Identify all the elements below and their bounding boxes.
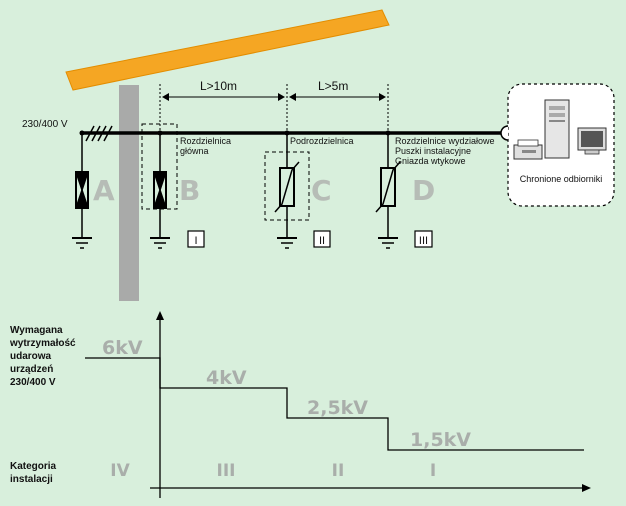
y-label-line-2: wytrzymałość (9, 338, 76, 349)
category-ii: II (332, 461, 345, 481)
y-axis-arrow (156, 311, 164, 320)
step-line (85, 357, 584, 451)
main-distribution-label-1: Rozdzielnica (180, 136, 231, 146)
printer-icon (513, 139, 543, 160)
category-i: I (430, 461, 436, 481)
y-label-line-5: 230/400 V (10, 377, 56, 388)
class-box-iii-label: III (419, 235, 428, 247)
arrester-a (72, 133, 92, 249)
step-label-1-5kv: 1,5kV (410, 429, 471, 451)
protected-devices-label: Chronione odbiorniki (520, 174, 603, 184)
line-connector (500, 125, 509, 141)
category-label-line-2: instalacji (10, 474, 53, 485)
varistor-c (274, 133, 300, 249)
dept-label-2: Puszki instalacyjne (395, 146, 471, 156)
category-label-line-1: Kategoria (10, 461, 57, 472)
dept-label-1: Rozdzielnice wydziałowe (395, 136, 495, 146)
category-label: Kategoria instalacji (10, 461, 57, 485)
x-axis-arrow (582, 484, 591, 492)
category-iii: III (217, 461, 236, 481)
step-label-4kv: 4kV (206, 367, 247, 389)
y-label-line-3: udarowa (10, 351, 52, 362)
step-label-2-5kv: 2,5kV (307, 397, 368, 419)
roof (65, 9, 390, 91)
dept-label-3: Gniazda wtykowe (395, 156, 466, 166)
step-label-6kv: 6kV (102, 337, 143, 359)
distance-l10: L>10m (200, 79, 237, 93)
category-iv: IV (110, 461, 130, 481)
arrester-b (150, 133, 170, 249)
class-box-i-label: I (194, 235, 197, 247)
class-box-ii: II (313, 230, 331, 248)
main-distribution-box (141, 123, 178, 210)
class-box-iii: III (414, 230, 433, 248)
letter-a: A (93, 174, 115, 207)
monitor-icon (577, 127, 607, 155)
distance-arrowheads (162, 93, 386, 101)
pole (119, 85, 139, 301)
class-box-ii-label: II (319, 235, 325, 247)
letter-c: C (311, 174, 332, 207)
letter-d: D (412, 174, 435, 207)
distance-markers (159, 84, 389, 133)
distance-l5: L>5m (318, 79, 348, 93)
phase-ticks (85, 125, 113, 142)
main-distribution-label-2: główna (180, 146, 209, 156)
varistor-d (375, 133, 401, 249)
y-label-line-1: Wymagana (10, 325, 63, 336)
computer-tower-icon (544, 99, 570, 159)
letter-b: B (179, 174, 200, 207)
y-label: Wymagana wytrzymałość udarowa urządzeń 2… (9, 325, 76, 388)
class-box-i: I (187, 230, 205, 248)
voltage-label: 230/400 V (22, 119, 68, 130)
y-label-line-4: urządzeń (10, 364, 53, 375)
sub-distribution-label: Podrozdzielnica (290, 136, 354, 146)
